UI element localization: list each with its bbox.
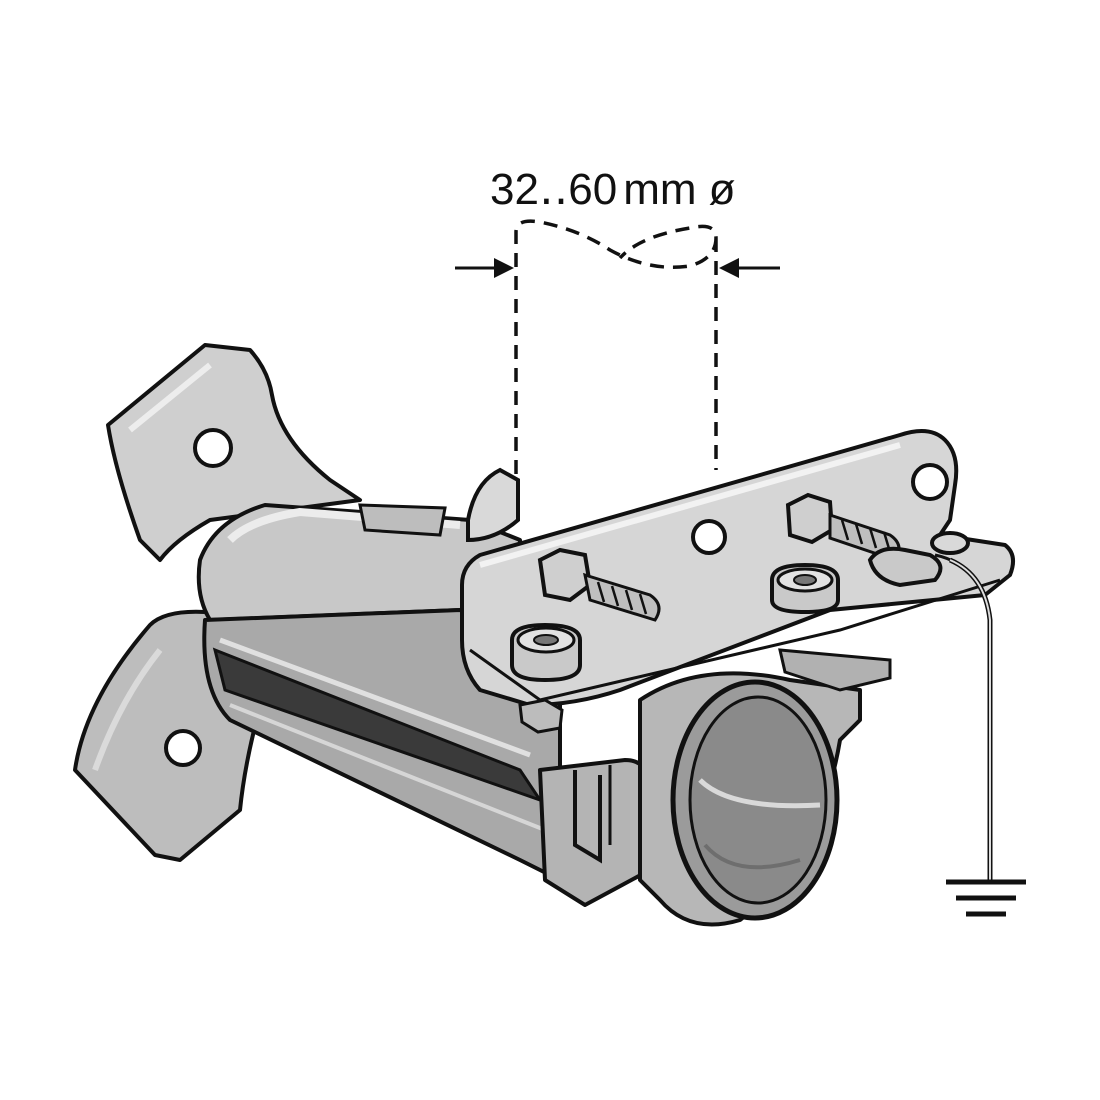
dimension-arrow-right: [719, 258, 780, 278]
dimension-arrow-left: [455, 258, 514, 278]
plate-hole-corner: [911, 463, 949, 501]
lower-nut: [518, 698, 564, 734]
plate-hole-center: [691, 519, 727, 555]
hex-nut-icon: [510, 622, 582, 683]
dimension-unit: mm: [623, 165, 696, 214]
ground-symbol-icon: [946, 879, 1026, 917]
pipe-outline-dashed: [514, 219, 718, 520]
mounting-hole-lower: [164, 729, 202, 767]
mounting-plate: [460, 429, 1016, 707]
hex-bolt-icon: [537, 547, 661, 622]
dimension-range: 32‥60: [490, 165, 617, 214]
clamp-u-bracket: [538, 758, 652, 907]
hex-nut-icon: [770, 562, 840, 615]
diameter-symbol: ø: [709, 165, 736, 214]
ground-wire: [948, 557, 993, 880]
mounting-hole-upper: [193, 428, 233, 468]
pipe-end: [638, 671, 862, 927]
